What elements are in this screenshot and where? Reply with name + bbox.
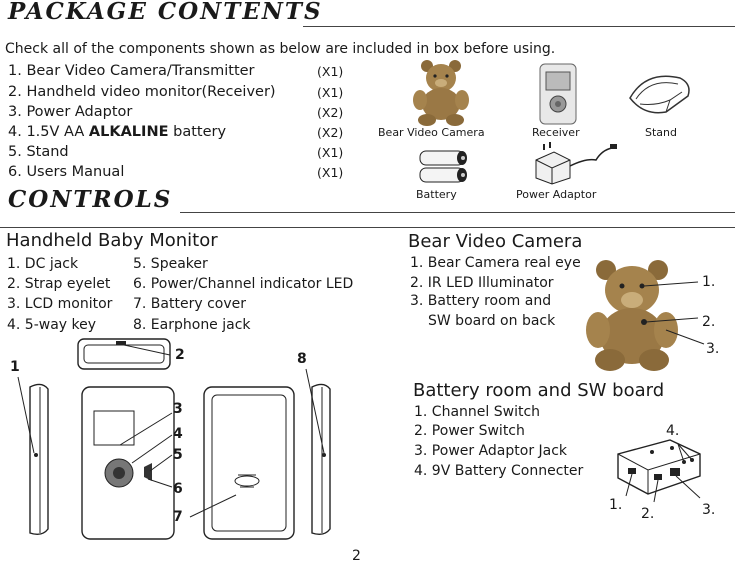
battery-room-item-3: 3. Power Adaptor Jack	[414, 443, 568, 459]
bear-camera-item-1: 1. Bear Camera real eye	[410, 255, 581, 271]
diagram-label-1: 1	[10, 359, 20, 375]
diagram-label-2: 2	[175, 347, 185, 363]
package-item-4-suffix: battery	[168, 124, 227, 140]
caption-receiver: Receiver	[532, 126, 580, 139]
battery-room-title: Battery room and SW board	[413, 380, 665, 401]
bear-camera-diagram	[586, 260, 705, 371]
caption-battery: Battery	[416, 188, 457, 201]
handheld-item-8: 8. Earphone jack	[133, 317, 251, 333]
battery-callout-3: 3.	[702, 502, 716, 518]
controls-title: CONTROLS	[8, 186, 173, 213]
page-number: 2	[352, 548, 361, 564]
battery-room-item-4: 4. 9V Battery Connecter	[414, 463, 584, 479]
handheld-item-2: 2. Strap eyelet	[7, 276, 111, 292]
diagram-label-5: 5	[173, 447, 183, 463]
package-item-2: 2. Handheld video monitor(Receiver)	[8, 84, 276, 100]
battery-room-item-2: 2. Power Switch	[414, 423, 525, 439]
package-qty-1: (X1)	[317, 64, 344, 79]
bear-camera-item-3b: SW board on back	[428, 313, 556, 329]
package-item-3: 3. Power Adaptor	[8, 104, 133, 120]
handheld-side-view-right	[311, 383, 331, 536]
bear-camera-item-3: 3. Battery room and	[410, 293, 552, 309]
handheld-item-6: 6. Power/Channel indicator LED	[133, 276, 354, 292]
bear-callout-1: 1.	[702, 274, 716, 290]
battery-callout-2: 2.	[641, 506, 655, 522]
package-item-5: 5. Stand	[8, 144, 69, 160]
bear-callout-3: 3.	[706, 341, 720, 357]
receiver-icon	[539, 63, 577, 125]
caption-adaptor: Power Adaptor	[516, 188, 597, 201]
battery-icon	[419, 150, 467, 183]
diagram-label-8: 8	[297, 351, 307, 367]
package-qty-3: (X2)	[317, 105, 344, 120]
caption-stand: Stand	[645, 126, 677, 139]
handheld-item-5: 5. Speaker	[133, 256, 208, 272]
package-item-1: 1. Bear Video Camera/Transmitter	[8, 63, 255, 79]
package-qty-2: (X1)	[317, 85, 344, 100]
diagram-label-7: 7	[173, 509, 183, 525]
handheld-item-3: 3. LCD monitor	[7, 296, 113, 312]
controls-rule	[180, 212, 735, 213]
stand-icon	[629, 75, 690, 114]
bear-camera-item-2: 2. IR LED Illuminator	[410, 275, 554, 291]
caption-camera: Bear Video Camera	[378, 126, 485, 139]
controls-rule-lower	[0, 227, 735, 228]
battery-callout-4: 4.	[666, 423, 680, 439]
handheld-item-1: 1. DC jack	[7, 256, 79, 272]
diagram-label-3: 3	[173, 401, 183, 417]
handheld-item-7: 7. Battery cover	[133, 296, 246, 312]
handheld-title: Handheld Baby Monitor	[6, 230, 218, 251]
bear-camera-title: Bear Video Camera	[408, 231, 583, 252]
handheld-back-view	[203, 386, 295, 540]
diagram-label-6: 6	[173, 481, 183, 497]
handheld-top-view	[77, 338, 171, 370]
battery-room-diagram	[617, 439, 701, 503]
package-qty-5: (X1)	[317, 145, 344, 160]
battery-room-item-1: 1. Channel Switch	[414, 404, 541, 420]
intro-text: Check all of the components shown as bel…	[5, 41, 556, 57]
power-adaptor-icon	[535, 142, 617, 185]
handheld-diagram	[17, 338, 331, 540]
handheld-item-4: 4. 5-way key	[7, 317, 97, 333]
package-item-6: 6. Users Manual	[8, 164, 125, 180]
package-item-4-prefix: 4. 1.5V AA	[8, 124, 89, 140]
battery-callout-1: 1.	[609, 497, 623, 513]
package-qty-4: (X2)	[317, 125, 344, 140]
handheld-side-view-left	[29, 383, 49, 536]
package-qty-6: (X1)	[317, 165, 344, 180]
header-rule	[303, 26, 735, 27]
bear-camera-icon	[413, 60, 469, 126]
package-contents-title: PACKAGE CONTENTS	[8, 0, 323, 25]
bear-callout-2: 2.	[702, 314, 716, 330]
package-item-4-strong: ALKALINE	[88, 124, 169, 140]
diagram-label-4: 4	[173, 426, 183, 442]
package-item-4: 4. 1.5V AA ALKALINE battery	[8, 124, 226, 140]
